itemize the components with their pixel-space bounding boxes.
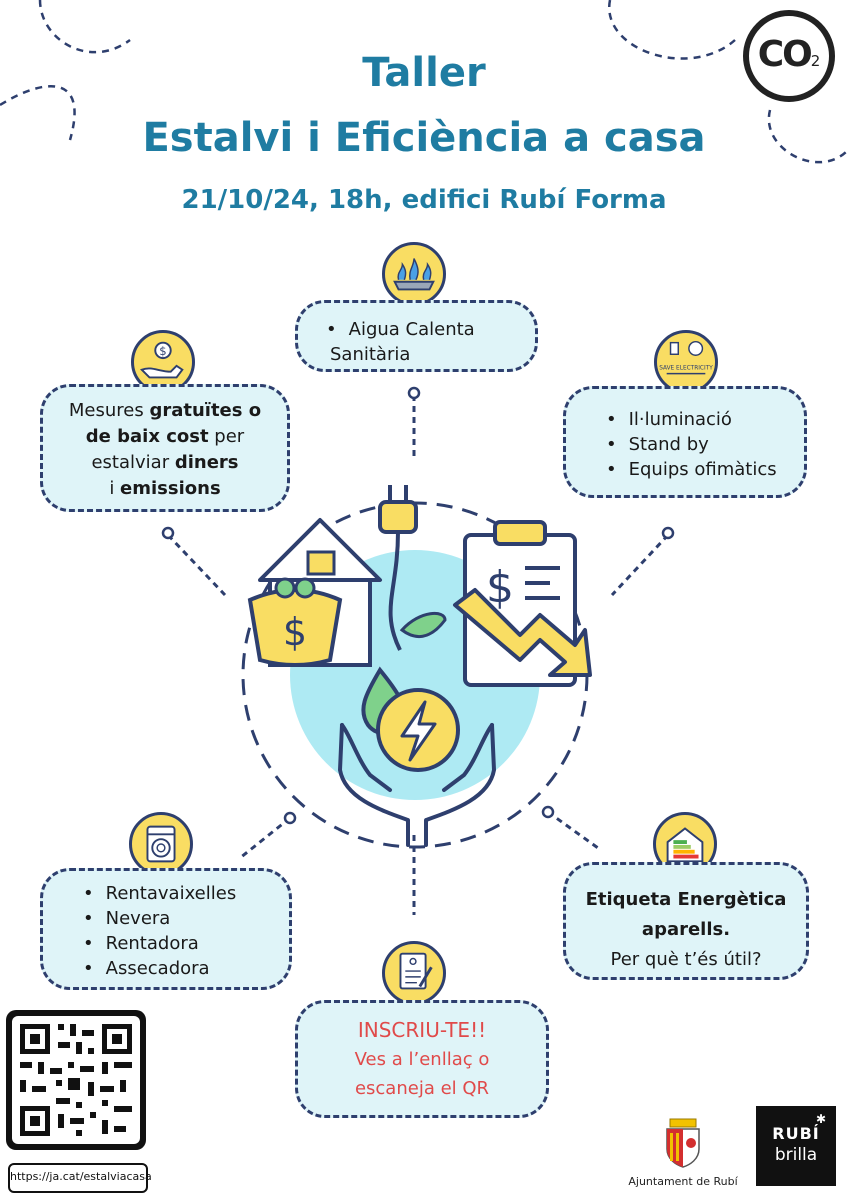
qr-code-icon (12, 1016, 140, 1144)
energy-bolt-icon (376, 688, 460, 772)
co2-badge-icon: CO2 (743, 10, 835, 102)
savings-line-2: de baix cost per (85, 426, 245, 447)
energy-label-line-3: Per què t’és útil? (610, 949, 762, 970)
title-line-1: Taller (362, 50, 486, 96)
plug-icon (378, 485, 447, 651)
purse-icon: $ (247, 577, 343, 667)
signup-line-1: INSCRIU-TE!! (357, 1018, 487, 1042)
electric-box: Il·luminació Stand by Equips ofimàtics (563, 386, 807, 498)
appliances-box: Rentavaixelles Nevera Rentadora Assecado… (40, 868, 292, 990)
signup-box[interactable]: INSCRIU-TE!! Ves a l’enllaç o escaneja e… (295, 1000, 549, 1118)
signup-line-2: Ves a l’enllaç o (354, 1049, 490, 1070)
water-list: Aigua Calenta Sanitària (308, 317, 535, 367)
appliances-item-dryer: Assecadora (87, 956, 289, 981)
energy-label-line-1: Etiqueta Energètica (585, 889, 787, 910)
signup-line-3: escaneja el QR (354, 1078, 490, 1099)
savings-line-4: i emissions (109, 478, 221, 499)
ajuntament-crest-icon (662, 1117, 704, 1169)
save-electricity-icon: SAVE ELECTRICITY (654, 330, 718, 394)
svg-text:$: $ (283, 610, 307, 654)
rubi-brilla-logo: RUBÍ brilla ✱ (756, 1106, 836, 1186)
save-electricity-text: SAVE ELECTRICITY (659, 366, 713, 372)
electric-item-standby: Stand by (610, 432, 804, 457)
savings-line-3: estalviar diners (91, 452, 239, 473)
electric-item-lighting: Il·luminació (610, 407, 804, 432)
hands-icon (338, 723, 496, 847)
appliances-item-washer: Rentadora (87, 931, 289, 956)
appliances-item-dishwasher: Rentavaixelles (87, 881, 289, 906)
co2-badge-text: CO (757, 34, 813, 75)
savings-line-1: Mesures gratuïtes o (68, 400, 262, 421)
qr-code[interactable] (6, 1010, 146, 1150)
gas-burner-icon (382, 242, 446, 306)
event-date-location: 21/10/24, 18h, edifici Rubí Forma (181, 185, 667, 215)
clipboard-icon: $ (453, 520, 592, 687)
rubi-brilla-line-1: RUBÍ (772, 1124, 820, 1143)
energy-label-box: Etiqueta Energètica aparells. Per què t’… (563, 862, 809, 980)
water-box: Aigua Calenta Sanitària (295, 300, 538, 372)
appliances-item-fridge: Nevera (87, 906, 289, 931)
washing-machine-icon (129, 812, 193, 876)
star-icon: ✱ (815, 1112, 826, 1126)
registration-form-icon (382, 941, 446, 1005)
electric-item-office: Equips ofimàtics (610, 457, 804, 482)
ajuntament-label: Ajuntament de Rubí (628, 1175, 738, 1188)
savings-box: Mesures gratuïtes o de baix cost per est… (40, 384, 290, 512)
co2-badge-subscript: 2 (810, 52, 821, 70)
title-line-2: Estalvi i Eficiència a casa (142, 115, 706, 161)
rubi-brilla-line-2: brilla (774, 1145, 818, 1165)
energy-label-line-2: aparells. (641, 919, 731, 940)
electric-list: Il·luminació Stand by Equips ofimàtics (588, 407, 804, 482)
signup-url-link[interactable]: https://ja.cat/estalviacasa (8, 1163, 152, 1193)
water-item-hot-water: Aigua Calenta Sanitària (330, 317, 510, 367)
energy-saving-illustration: $ $ (241, 485, 592, 849)
svg-text:$: $ (159, 344, 166, 358)
appliances-list: Rentavaixelles Nevera Rentadora Assecado… (65, 881, 289, 981)
